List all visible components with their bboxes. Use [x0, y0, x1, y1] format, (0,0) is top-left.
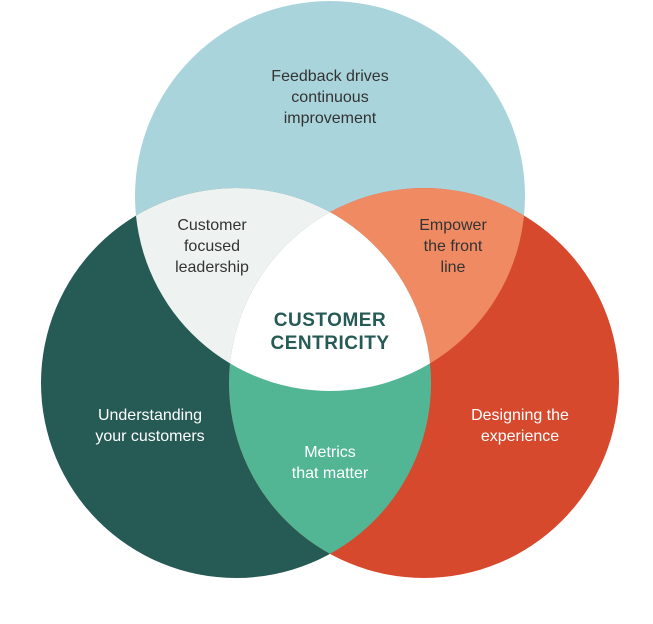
feedback-label: Feedback drives continuous improvement: [271, 68, 389, 127]
customer-focused-label: Customer focused leadership: [175, 217, 249, 276]
empower-label: Empower the front line: [419, 217, 487, 276]
customer-centricity-label: CUSTOMER CENTRICITY: [270, 310, 390, 354]
designing-label: Designing the experience: [471, 407, 569, 445]
metrics-label: Metrics that matter: [291, 444, 369, 482]
understanding-label: Understanding your customers: [95, 407, 205, 445]
